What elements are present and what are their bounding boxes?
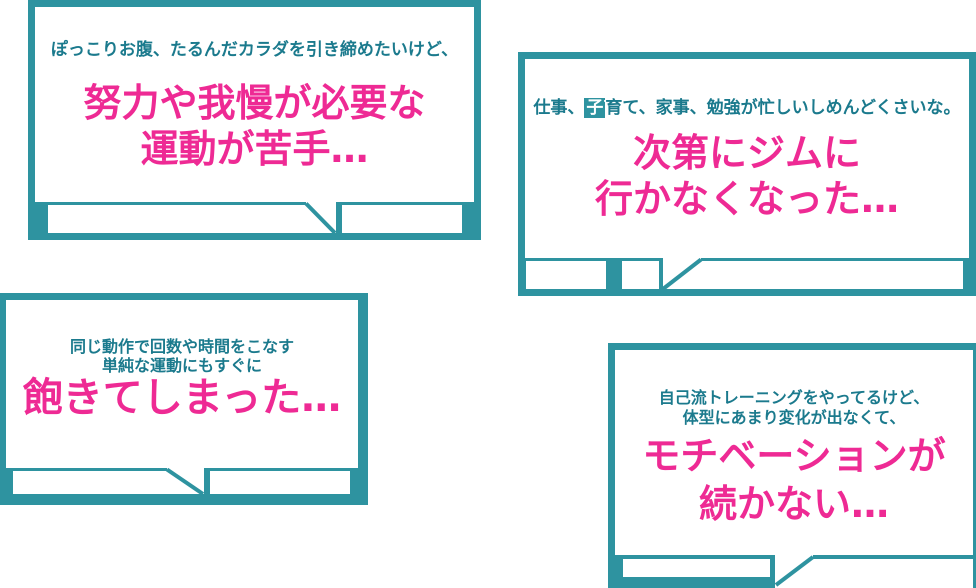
bubble-4-headline-line-2: 続かない…: [698, 482, 889, 526]
band-panel-left: [48, 205, 306, 233]
bubble-3-lead-line-2: 単純な運動にもすぐに: [101, 356, 262, 375]
bubble-3-lead-text: 同じ動作で回数や時間をこなす 単純な運動にもすぐに: [6, 337, 358, 375]
bubble-2-tail-band: [525, 258, 969, 296]
band-panel-right: [813, 559, 973, 588]
bubble-4-lead-text: 自己流トレーニングをやってるけど、 体型にあまり変化が出なくて、: [615, 388, 973, 428]
tail-diagonal-icon: [661, 258, 703, 291]
band-panel-right: [342, 205, 462, 233]
bubble-2-lead-text: 仕事、子育て、家事、勉強が忙しいしめんどくさいな。: [525, 98, 969, 118]
bubble-2-headline-line-1: 次第にジムに: [632, 131, 861, 175]
band-panel-left: [623, 559, 770, 577]
bubble-1-content: ぽっこりお腹、たるんだカラダを引き締めたいけど、 努力や我慢が必要な 運動が苦手…: [35, 7, 474, 172]
bubble-1-headline: 努力や我慢が必要な 運動が苦手…: [35, 80, 474, 172]
bubble-3-headline-line-1: 飽きてしまった…: [22, 375, 342, 421]
bubble-2-content: 仕事、子育て、家事、勉強が忙しいしめんどくさいな。 次第にジムに 行かなくなった…: [525, 59, 969, 222]
speech-bubble-1: ぽっこりお腹、たるんだカラダを引き締めたいけど、 努力や我慢が必要な 運動が苦手…: [28, 0, 481, 240]
speech-bubble-4: 自己流トレーニングをやってるけど、 体型にあまり変化が出なくて、 モチベーション…: [608, 343, 976, 588]
band-panel-left: [13, 471, 167, 494]
speech-bubble-2: 仕事、子育て、家事、勉強が忙しいしめんどくさいな。 次第にジムに 行かなくなった…: [518, 52, 976, 296]
speech-bubble-3: 同じ動作で回数や時間をこなす 単純な運動にもすぐに 飽きてしまった…: [0, 293, 368, 505]
bubble-4-headline-line-1: モチベーションが: [642, 434, 946, 478]
bubble-1-lead-line-1: ぽっこりお腹、たるんだカラダを引き締めたいけど、: [50, 40, 459, 60]
tail-diagonal-icon: [774, 555, 815, 587]
bubble-2-lead-highlighted-char: 子: [584, 98, 606, 118]
bubble-1-tail-band: [35, 202, 474, 240]
bubble-1-lead-text: ぽっこりお腹、たるんだカラダを引き締めたいけど、: [35, 40, 474, 60]
band-panel-right: [701, 261, 963, 289]
tail-diagonal-icon: [304, 202, 337, 235]
bubble-2-headline: 次第にジムに 行かなくなった…: [525, 130, 969, 222]
bubble-4-lead-line-2: 体型にあまり変化が出なくて、: [682, 408, 906, 427]
band-panel-left: [526, 261, 606, 289]
band-panel-mid: [622, 261, 659, 289]
bubble-2-lead-post: 育て、家事、勉強が忙しいしめんどくさいな。: [605, 98, 961, 118]
bubble-3-content: 同じ動作で回数や時間をこなす 単純な運動にもすぐに 飽きてしまった…: [6, 300, 358, 421]
bubble-4-tail-band: [615, 555, 973, 588]
bubble-3-lead-line-1: 同じ動作で回数や時間をこなす: [69, 337, 294, 356]
band-panel-right: [210, 471, 350, 494]
bubble-3-headline: 飽きてしまった…: [6, 375, 358, 421]
bubble-2-headline-line-2: 行かなくなった…: [594, 177, 899, 221]
bubble-4-lead-line-1: 自己流トレーニングをやってるけど、: [658, 388, 930, 407]
bubble-2-lead-pre: 仕事、: [533, 98, 585, 118]
tail-diagonal-icon: [165, 468, 205, 496]
bubble-4-headline: モチベーションが 続かない…: [615, 432, 973, 528]
bubble-1-headline-line-1: 努力や我慢が必要な: [83, 81, 426, 125]
bubble-1-headline-line-2: 運動が苦手…: [140, 127, 369, 171]
bubble-4-content: 自己流トレーニングをやってるけど、 体型にあまり変化が出なくて、 モチベーション…: [615, 350, 973, 528]
bubble-3-tail-band: [6, 468, 358, 505]
